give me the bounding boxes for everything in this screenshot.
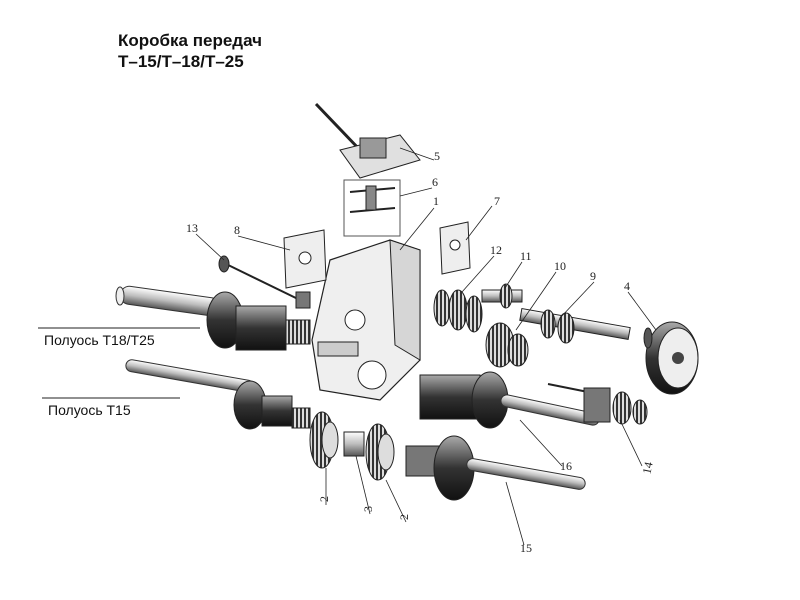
shift-cover — [314, 102, 421, 179]
axle-t15-assembly — [125, 359, 311, 430]
cover-plate-right — [439, 221, 471, 275]
axle-t18-assembly — [115, 285, 311, 351]
callout-5: 5 — [434, 149, 440, 163]
gear-2-right — [365, 423, 395, 481]
callout-3: 3 — [361, 506, 375, 512]
cover-plate-left — [283, 229, 327, 289]
shaft-11 — [481, 283, 523, 309]
callout-1: 1 — [433, 194, 439, 208]
callout-14: 14 — [639, 461, 655, 476]
callout-2-right: 2 — [397, 514, 411, 520]
shift-mechanism-14 — [547, 383, 648, 425]
spacer-3 — [343, 431, 365, 457]
callout-2-left: 2 — [317, 496, 331, 502]
callouts: 1 2 2 3 4 5 6 7 8 9 10 11 12 13 14 15 16 — [186, 147, 657, 555]
gear-2-left — [309, 411, 339, 469]
callout-7: 7 — [494, 194, 500, 208]
callout-16: 16 — [560, 459, 572, 473]
callout-13: 13 — [186, 221, 198, 235]
gear-10 — [485, 322, 529, 368]
callout-9: 9 — [590, 269, 596, 283]
title-line-1: Коробка передач — [118, 31, 262, 50]
shaft-9 — [519, 307, 631, 344]
callout-15: 15 — [520, 541, 532, 555]
gearbox-housing — [311, 239, 421, 401]
gear-cluster-12 — [433, 289, 483, 333]
lever-13 — [218, 255, 311, 309]
callout-10: 10 — [554, 259, 566, 273]
axle-label-t18-t25: Полуось Т18/Т25 — [44, 332, 155, 348]
title-line-2: Т–15/Т–18/Т–25 — [118, 52, 244, 71]
callout-6: 6 — [432, 175, 438, 189]
selector-forks — [343, 179, 401, 237]
axle-label-t15: Полуось Т15 — [48, 402, 131, 418]
callout-11: 11 — [520, 249, 532, 263]
axle-16-assembly — [419, 371, 600, 429]
callout-4: 4 — [624, 279, 630, 293]
axle-15-assembly — [405, 435, 586, 501]
callout-8: 8 — [234, 223, 240, 237]
pulley-4 — [643, 321, 699, 395]
callout-12: 12 — [490, 243, 502, 257]
page-title: Коробка передач Т–15/Т–18/Т–25 — [118, 30, 262, 72]
